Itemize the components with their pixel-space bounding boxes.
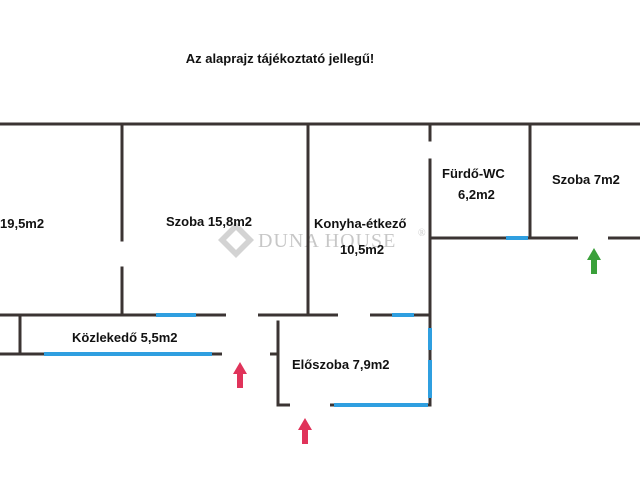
watermark: DUNA HOUSE ® (218, 222, 427, 258)
side-entrance-arrow-icon (587, 248, 601, 274)
watermark-registered: ® (418, 228, 427, 239)
room-label-szoba-7: Szoba 7m2 (552, 172, 620, 187)
room-label-konyha: Konyha-étkező (314, 216, 407, 231)
door-openings (222, 235, 608, 408)
watermark-text: DUNA HOUSE (258, 230, 396, 252)
entrance-arrow-icon (233, 362, 247, 388)
disclaimer-title: Az alaprajz tájékoztató jellegű! (186, 51, 375, 66)
room-label-eloszoba: Előszoba 7,9m2 (292, 357, 390, 372)
room-label-furdo-area: 6,2m2 (458, 187, 495, 202)
duna-house-logo-icon (218, 222, 254, 258)
room-label-kozlekedo: Közlekedő 5,5m2 (72, 330, 178, 345)
room-label-furdo: Fürdő-WC (442, 166, 505, 181)
windows (44, 236, 528, 407)
room-label-szoba-15: Szoba 15,8m2 (166, 214, 252, 229)
room-label-left: 19,5m2 (0, 216, 44, 231)
room-label-konyha-area: 10,5m2 (340, 242, 384, 257)
entrance-arrow-icon (298, 418, 312, 444)
